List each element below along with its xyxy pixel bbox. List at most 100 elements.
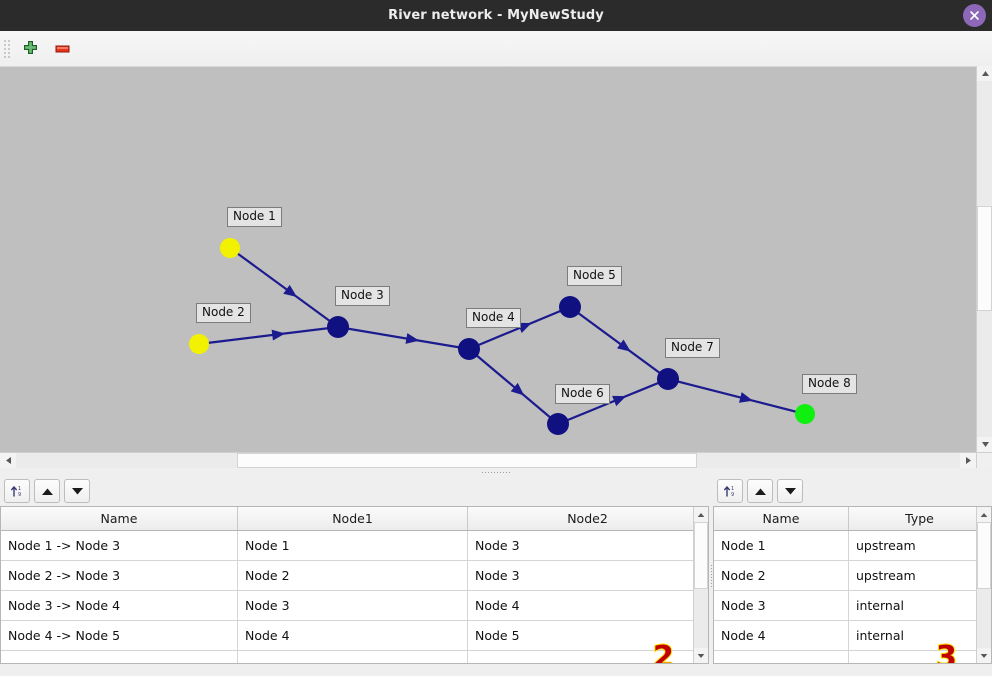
- nodes-scroll-up-arrow-icon[interactable]: [977, 507, 991, 522]
- column-header-name[interactable]: Name: [714, 507, 849, 531]
- table-cell[interactable]: Node 4: [237, 620, 468, 651]
- edge-Node1-to-Node3[interactable]: [229, 247, 339, 328]
- column-header-node1[interactable]: Node1: [237, 507, 468, 531]
- node-marker-node5[interactable]: [559, 296, 581, 318]
- node-label-node3[interactable]: Node 3: [335, 286, 390, 306]
- close-icon[interactable]: [963, 4, 986, 27]
- edge-Node5-to-Node7[interactable]: [569, 306, 669, 380]
- table-cell[interactable]: Node 4 -> Node 5: [1, 620, 238, 651]
- node-marker-node8[interactable]: [795, 404, 815, 424]
- table-row[interactable]: [714, 650, 991, 663]
- vertical-splitter[interactable]: [709, 476, 713, 676]
- table-cell[interactable]: Node 4: [714, 620, 849, 651]
- table-cell[interactable]: Node 3: [237, 590, 468, 621]
- table-cell[interactable]: Node 2: [714, 560, 849, 591]
- table-cell[interactable]: Node 1: [237, 530, 468, 561]
- table-row[interactable]: [1, 650, 708, 663]
- node-label-node7[interactable]: Node 7: [665, 338, 720, 358]
- canvas-horizontal-scrollbar[interactable]: [0, 452, 976, 468]
- table-cell[interactable]: upstream: [848, 560, 991, 591]
- table-cell[interactable]: [848, 650, 991, 663]
- table-cell[interactable]: internal: [848, 590, 991, 621]
- node-marker-node7[interactable]: [657, 368, 679, 390]
- table-cell[interactable]: internal: [848, 620, 991, 651]
- scroll-right-arrow-icon[interactable]: [960, 453, 976, 468]
- reaches-table-scrollbar[interactable]: [693, 507, 708, 663]
- node-marker-node3[interactable]: [327, 316, 349, 338]
- add-plus-icon[interactable]: [17, 36, 43, 62]
- node-label-node5[interactable]: Node 5: [567, 266, 622, 286]
- table-cell[interactable]: Node 3: [714, 590, 849, 621]
- reaches-scroll-thumb[interactable]: [694, 522, 708, 589]
- column-header-node2[interactable]: Node2: [467, 507, 708, 531]
- scroll-down-arrow-icon[interactable]: [977, 437, 992, 452]
- remove-minus-icon[interactable]: [49, 36, 75, 62]
- nodes-scroll-thumb[interactable]: [977, 522, 991, 589]
- table-cell[interactable]: Node 1: [714, 530, 849, 561]
- edge-Node6-to-Node7[interactable]: [557, 377, 669, 426]
- sort-ascending-icon[interactable]: 1 9: [4, 479, 30, 503]
- table-cell[interactable]: [714, 650, 849, 663]
- table-cell[interactable]: upstream: [848, 530, 991, 561]
- vscroll-thumb[interactable]: [977, 206, 992, 311]
- canvas-vertical-scrollbar[interactable]: [976, 66, 992, 452]
- table-cell[interactable]: Node 4: [467, 590, 708, 621]
- toolbar-grip[interactable]: [3, 38, 12, 60]
- reaches-scroll-down-arrow-icon[interactable]: [694, 648, 708, 663]
- node-label-node4[interactable]: Node 4: [466, 308, 521, 328]
- svg-text:9: 9: [18, 492, 21, 498]
- table-cell[interactable]: Node 2: [237, 560, 468, 591]
- table-cell[interactable]: Node 3: [467, 560, 708, 591]
- table-cell[interactable]: Node 2 -> Node 3: [1, 560, 238, 591]
- node-marker-node1[interactable]: [220, 238, 240, 258]
- edge-Node4-to-Node5[interactable]: [468, 305, 571, 351]
- nodes-scroll-down-arrow-icon[interactable]: [977, 648, 991, 663]
- scroll-left-arrow-icon[interactable]: [0, 453, 16, 468]
- nodes-table-scrollbar[interactable]: [976, 507, 991, 663]
- node-marker-node4[interactable]: [458, 338, 480, 360]
- reaches-scroll-up-arrow-icon[interactable]: [694, 507, 708, 522]
- edge-Node3-to-Node4[interactable]: [337, 325, 470, 351]
- edge-Node7-to-Node8[interactable]: [667, 377, 806, 416]
- scroll-up-arrow-icon[interactable]: [977, 66, 992, 81]
- network-canvas[interactable]: Node 1 Node 2 Node 3 Node 4 Node 5 Node 6 Node…: [0, 66, 992, 453]
- horizontal-splitter[interactable]: [0, 468, 992, 476]
- column-header-type[interactable]: Type: [848, 507, 991, 531]
- node-marker-node2[interactable]: [189, 334, 209, 354]
- move-down-button[interactable]: [64, 479, 90, 503]
- nodes-move-up-button[interactable]: [747, 479, 773, 503]
- node-label-node6[interactable]: Node 6: [555, 384, 610, 404]
- nodes-move-down-button[interactable]: [777, 479, 803, 503]
- table-cell[interactable]: Node 3 -> Node 4: [1, 590, 238, 621]
- table-cell[interactable]: [1, 650, 238, 663]
- edge-Node4-to-Node6[interactable]: [468, 348, 559, 425]
- table-cell[interactable]: [237, 650, 468, 663]
- table-cell[interactable]: Node 5: [467, 620, 708, 651]
- node-label-node2[interactable]: Node 2: [196, 303, 251, 323]
- table-cell[interactable]: Node 1 -> Node 3: [1, 530, 238, 561]
- edge-Node2-to-Node3[interactable]: [198, 325, 339, 346]
- node-marker-node6[interactable]: [547, 413, 569, 435]
- hscroll-thumb[interactable]: [237, 453, 697, 468]
- table-cell[interactable]: Node 3: [467, 530, 708, 561]
- column-header-name[interactable]: Name: [1, 507, 238, 531]
- move-up-button[interactable]: [34, 479, 60, 503]
- node-label-node1[interactable]: Node 1: [227, 207, 282, 227]
- node-label-node8[interactable]: Node 8: [802, 374, 857, 394]
- nodes-sort-ascending-icon[interactable]: 1 9: [717, 479, 743, 503]
- table-cell[interactable]: [467, 650, 708, 663]
